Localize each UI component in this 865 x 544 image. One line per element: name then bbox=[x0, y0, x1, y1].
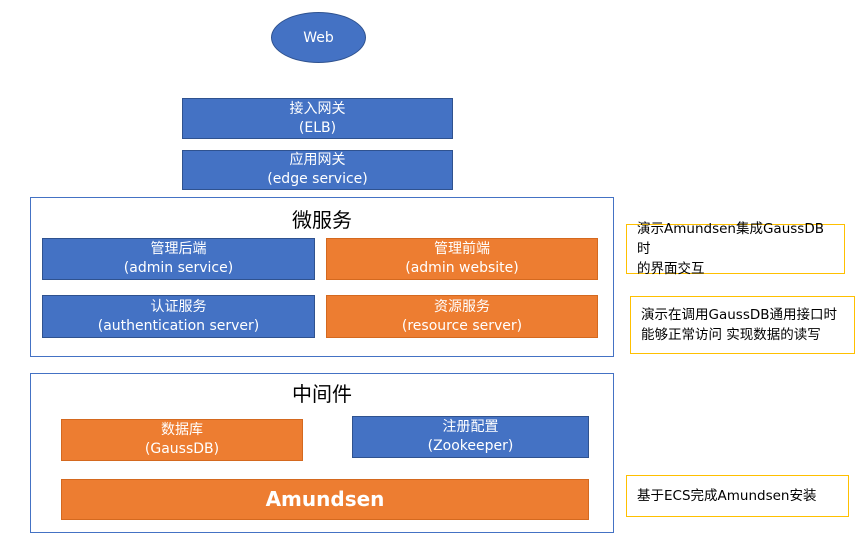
microservices-title: 微服务 bbox=[292, 208, 352, 232]
database-box: 数据库 (GaussDB) bbox=[61, 419, 303, 461]
amundsen-box: Amundsen bbox=[61, 479, 589, 520]
resource-server-title: 资源服务 bbox=[434, 298, 490, 315]
resource-server-sub: (resource server) bbox=[401, 317, 523, 334]
note-ecs-install: 基于ECS完成Amundsen安装 bbox=[626, 475, 849, 517]
admin-website-title: 管理前端 bbox=[434, 241, 490, 257]
access-gateway-sub: (ELB) bbox=[298, 119, 337, 136]
registry-title: 注册配置 bbox=[442, 419, 499, 435]
amundsen-label: Amundsen bbox=[265, 487, 385, 511]
web-client-node: Web bbox=[271, 12, 366, 63]
admin-service-box: 管理后端 (admin service) bbox=[42, 238, 315, 280]
app-gateway-sub: (edge service) bbox=[267, 171, 368, 187]
auth-server-sub: (authentication server) bbox=[97, 317, 260, 334]
app-gateway-title: 应用网关 bbox=[289, 152, 346, 168]
registry-sub: (Zookeeper) bbox=[427, 438, 514, 454]
resource-server-box: 资源服务 (resource server) bbox=[326, 295, 598, 338]
database-sub: (GaussDB) bbox=[144, 441, 220, 457]
note-data-access-line1: 演示在调用GaussDB通用接口时 bbox=[641, 307, 838, 323]
admin-service-title: 管理后端 bbox=[150, 241, 207, 257]
admin-website-box: 管理前端 (admin website) bbox=[326, 238, 598, 280]
auth-server-box: 认证服务 (authentication server) bbox=[42, 295, 315, 338]
admin-service-sub: (admin service) bbox=[123, 260, 234, 276]
note-data-access: 演示在调用GaussDB通用接口时 能够正常访问 实现数据的读写 bbox=[630, 296, 855, 354]
middleware-title: 中间件 bbox=[292, 382, 352, 406]
registry-box: 注册配置 (Zookeeper) bbox=[352, 416, 589, 458]
auth-server-title: 认证服务 bbox=[150, 298, 207, 315]
note-ui-interaction-line1: 演示Amundsen集成GaussDB时 bbox=[637, 221, 824, 257]
app-gateway-box: 应用网关 (edge service) bbox=[182, 150, 453, 190]
note-ui-interaction-line2: 的界面交互 bbox=[637, 261, 705, 277]
database-title: 数据库 bbox=[161, 422, 203, 438]
note-ui-interaction: 演示Amundsen集成GaussDB时 的界面交互 bbox=[626, 221, 845, 277]
note-data-access-line2: 能够正常访问 实现数据的读写 bbox=[641, 327, 821, 343]
access-gateway-box: 接入网关 (ELB) bbox=[182, 98, 453, 139]
note-ecs-install-text: 基于ECS完成Amundsen安装 bbox=[637, 488, 817, 504]
admin-website-sub: (admin website) bbox=[405, 260, 519, 276]
access-gateway-title: 接入网关 bbox=[289, 100, 346, 117]
